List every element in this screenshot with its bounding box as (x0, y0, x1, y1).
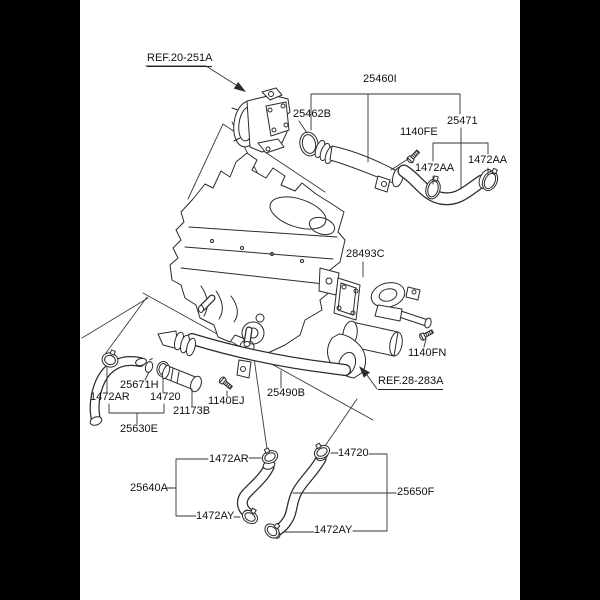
part-label-28493c: 28493C (346, 248, 385, 260)
engine-block-art (169, 152, 346, 357)
part-label-25462b: 25462B (293, 108, 331, 120)
part-label-1472ar-upper: 1472AR (90, 391, 130, 403)
pipe-21173b-art (161, 364, 202, 393)
part-label-1140fn: 1140FN (408, 347, 447, 359)
o-ring-25462b-art (299, 131, 319, 157)
clamp-1472ar-upper-art (101, 349, 119, 368)
part-label-1472aa-left: 1472AA (415, 162, 455, 174)
part-label-ref-28-283a: REF.28-283A (378, 376, 444, 390)
part-label-25630e: 25630E (120, 423, 158, 435)
hose-25630e-group-art (89, 349, 202, 426)
hose-25490b-art (157, 330, 351, 379)
part-label-1472ar-lower: 1472AR (209, 453, 249, 465)
clamp-1472aa-right-art (481, 167, 499, 192)
part-label-1140ej: 1140EJ (208, 395, 245, 407)
clamp-1472aa-left-art (425, 175, 441, 200)
clamp-14720-lower-art (313, 442, 331, 460)
part-label-25671h: 25671H (120, 379, 159, 391)
clamp-1472ay-bottom-art (264, 522, 281, 539)
clamp-1472ar-lower-art (261, 447, 279, 464)
part-label-25640a: 25640A (130, 482, 168, 494)
leader-lines (106, 65, 489, 533)
part-label-14720-upper: 14720 (150, 391, 181, 403)
gasket-28493c-art (333, 277, 361, 321)
bolt-1140ej-art (217, 375, 234, 391)
part-label-25471: 25471 (447, 115, 478, 127)
part-label-1140fe: 1140FE (400, 126, 438, 138)
part-label-1472ay-bottom: 1472AY (314, 524, 353, 536)
part-label-1472aa-right: 1472AA (468, 154, 508, 166)
thermostat-housing-art (231, 87, 291, 154)
part-label-25650f: 25650F (397, 486, 435, 498)
part-label-1472ay-left: 1472AY (196, 510, 235, 522)
coolant-pipe-25460i-art (314, 139, 404, 193)
connector-25671h-art (144, 358, 154, 373)
clamp-1472ay-left-art (241, 507, 259, 525)
part-label-25460i: 25460I (363, 73, 397, 85)
hose-25471-art (397, 164, 499, 206)
part-label-14720-lower: 14720 (338, 447, 369, 459)
part-label-25490b: 25490B (267, 387, 305, 399)
part-label-21173b: 21173B (173, 405, 211, 417)
part-label-ref-20-251a: REF.20-251A (147, 53, 213, 67)
